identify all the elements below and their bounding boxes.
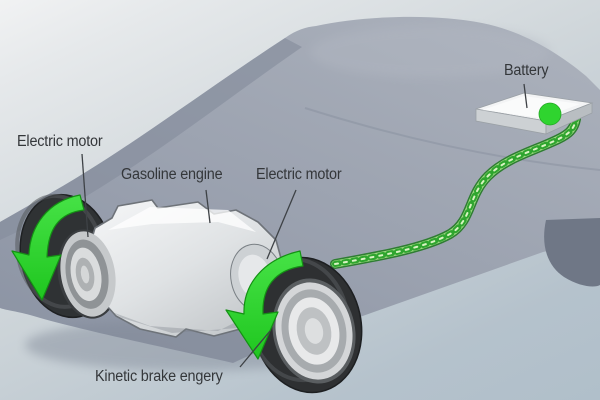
leader-battery bbox=[523, 83, 528, 109]
front-electric-motor-hub bbox=[60, 231, 116, 317]
leader-electric-motor-rear bbox=[266, 189, 297, 260]
label-gasoline-engine: Gasoline engine bbox=[121, 166, 223, 183]
rotation-arrow-rear-wheel bbox=[225, 250, 304, 360]
leader-electric-motor-front bbox=[81, 153, 89, 238]
power-cable bbox=[330, 114, 581, 269]
battery-charge-dot bbox=[538, 102, 562, 126]
label-kinetic-brake-energy: Kinetic brake engery bbox=[95, 368, 223, 385]
gasoline-engine-block bbox=[85, 199, 284, 338]
label-electric-motor-front: Electric motor bbox=[17, 133, 103, 150]
rear-wheel-hubcap bbox=[272, 278, 356, 384]
beltline-crease bbox=[304, 107, 600, 171]
leader-gasoline-engine bbox=[205, 189, 211, 224]
leader-kinetic-brake bbox=[239, 330, 271, 368]
windshield-shading bbox=[0, 38, 302, 240]
label-electric-motor-rear: Electric motor bbox=[256, 166, 342, 183]
leader-lines bbox=[81, 83, 528, 368]
rotation-arrow-front-wheel bbox=[11, 194, 85, 301]
car-rear-wheel-silhouette bbox=[544, 218, 600, 287]
battery bbox=[475, 92, 594, 135]
label-battery: Battery bbox=[504, 62, 549, 79]
